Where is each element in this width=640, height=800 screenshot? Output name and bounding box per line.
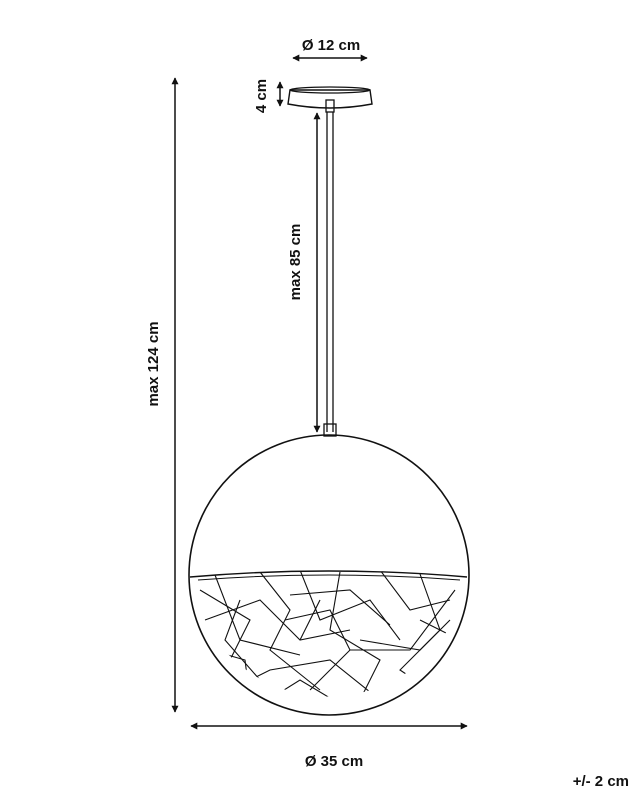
canopy-diameter-dimension: Ø 12 cm (292, 37, 368, 62)
canopy-height-label: 4 cm (253, 79, 270, 113)
rod-length-dimension: max 85 cm (287, 112, 321, 433)
tolerance-note: +/- 2 cm (573, 773, 629, 790)
canopy-diameter-label: Ø 12 cm (302, 37, 360, 54)
suspension-rod (323, 99, 337, 437)
decorative-crack-pattern (199, 571, 461, 697)
canopy-height-dimension: 4 cm (253, 79, 284, 113)
shade-diameter-label: Ø 35 cm (305, 753, 363, 770)
total-height-dimension: max 124 cm (145, 77, 179, 713)
total-height-label: max 124 cm (145, 321, 162, 406)
ceiling-canopy (287, 86, 373, 109)
shade-diameter-dimension: Ø 35 cm (190, 722, 468, 770)
globe-shade (188, 434, 470, 716)
rod-length-label: max 85 cm (287, 224, 304, 301)
